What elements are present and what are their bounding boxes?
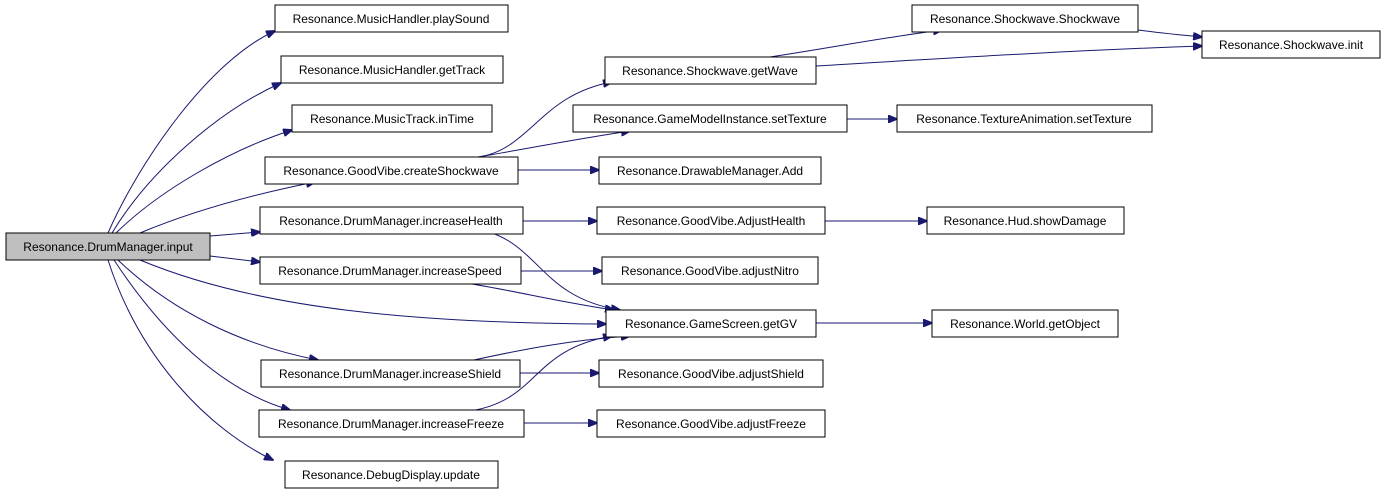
edge-root-getTrack	[111, 83, 281, 234]
node-label: Resonance.DebugDisplay.update	[302, 468, 480, 482]
node-label: Resonance.DrawableManager.Add	[617, 164, 803, 178]
node-label: Resonance.Hud.showDamage	[944, 214, 1107, 228]
node-label: Resonance.DrumManager.increaseSpeed	[278, 264, 501, 278]
edge-root-debugUpdate	[107, 259, 273, 460]
node-getObject[interactable]: Resonance.World.getObject	[931, 309, 1119, 338]
node-setTexture[interactable]: Resonance.GameModelInstance.setTexture	[572, 104, 848, 133]
edge-createShockwave-setTexture	[477, 131, 630, 158]
node-adjustNitro[interactable]: Resonance.GoodVibe.adjustNitro	[601, 256, 819, 285]
edge-root-createShockwave	[139, 182, 315, 234]
edge-root-increaseShield	[117, 259, 318, 360]
node-animSetTexture[interactable]: Resonance.TextureAnimation.setTexture	[896, 104, 1153, 133]
node-label: Resonance.MusicHandler.getTrack	[299, 63, 486, 77]
edge-root-increaseSpeed	[209, 255, 260, 262]
node-label: Resonance.DrumManager.increaseHealth	[279, 214, 502, 228]
node-inTime[interactable]: Resonance.MusicTrack.inTime	[291, 104, 493, 133]
edge-root-playSound	[107, 31, 275, 234]
node-showDamage[interactable]: Resonance.Hud.showDamage	[926, 206, 1125, 235]
node-adjustShield[interactable]: Resonance.GoodVibe.adjustShield	[598, 359, 824, 388]
edges	[107, 29, 1202, 460]
node-increaseSpeed[interactable]: Resonance.DrumManager.increaseSpeed	[259, 256, 522, 285]
node-drawableAdd[interactable]: Resonance.DrawableManager.Add	[598, 156, 822, 185]
node-label: Resonance.Shockwave.init	[1219, 38, 1364, 52]
edge-root-increaseHealth	[209, 232, 260, 236]
edge-increaseShield-getGV	[473, 336, 630, 361]
node-label: Resonance.GameScreen.getGV	[625, 317, 797, 331]
node-getWave[interactable]: Resonance.Shockwave.getWave	[604, 56, 817, 85]
node-label: Resonance.DrumManager.increaseShield	[279, 367, 501, 381]
node-label: Resonance.GoodVibe.createShockwave	[283, 164, 499, 178]
node-label: Resonance.Shockwave.Shockwave	[930, 12, 1120, 26]
node-label: Resonance.World.getObject	[950, 317, 1101, 331]
node-createShockwave[interactable]: Resonance.GoodVibe.createShockwave	[264, 156, 519, 185]
node-getGV[interactable]: Resonance.GameScreen.getGV	[605, 309, 817, 338]
node-label: Resonance.GameModelInstance.setTexture	[593, 112, 827, 126]
node-label: Resonance.GoodVibe.adjustNitro	[621, 264, 799, 278]
edge-increaseHealth-getGV	[491, 232, 620, 310]
node-playSound[interactable]: Resonance.MusicHandler.playSound	[274, 4, 509, 33]
node-label: Resonance.MusicHandler.playSound	[293, 12, 490, 26]
edge-createShockwave-getWave	[477, 82, 612, 158]
edge-increaseFreeze-getGV	[469, 336, 612, 412]
node-increaseFreeze[interactable]: Resonance.DrumManager.increaseFreeze	[258, 409, 525, 438]
node-root[interactable]: Resonance.DrumManager.input	[5, 232, 211, 261]
node-label: Resonance.DrumManager.increaseFreeze	[278, 417, 504, 431]
node-label: Resonance.DrumManager.input	[23, 240, 193, 254]
node-debugUpdate[interactable]: Resonance.DebugDisplay.update	[284, 460, 499, 489]
node-label: Resonance.GoodVibe.adjustShield	[618, 367, 804, 381]
node-label: Resonance.MusicTrack.inTime	[310, 112, 474, 126]
node-label: Resonance.GoodVibe.adjustFreeze	[616, 417, 806, 431]
edge-root-inTime	[115, 130, 292, 234]
node-label: Resonance.TextureAnimation.setTexture	[916, 112, 1132, 126]
edge-getWave-shockwaveInit	[815, 46, 1202, 67]
edge-shockwaveCtor-shockwaveInit	[1137, 29, 1202, 37]
nodes: Resonance.DrumManager.input Resonance.Mu…	[5, 4, 1381, 489]
node-increaseShield[interactable]: Resonance.DrumManager.increaseShield	[260, 359, 521, 388]
node-shockwaveCtor[interactable]: Resonance.Shockwave.Shockwave	[911, 4, 1139, 33]
node-label: Resonance.Shockwave.getWave	[622, 64, 798, 78]
node-label: Resonance.GoodVibe.AdjustHealth	[617, 214, 806, 228]
node-adjustHealth[interactable]: Resonance.GoodVibe.AdjustHealth	[596, 206, 826, 235]
edge-root-getGV	[139, 259, 606, 324]
node-shockwaveInit[interactable]: Resonance.Shockwave.init	[1201, 30, 1381, 59]
edge-increaseSpeed-getGV	[471, 283, 614, 310]
node-adjustFreeze[interactable]: Resonance.GoodVibe.adjustFreeze	[596, 409, 826, 438]
node-getTrack[interactable]: Resonance.MusicHandler.getTrack	[280, 55, 504, 84]
edge-getWave-shockwaveCtor	[769, 30, 942, 58]
edge-root-increaseFreeze	[113, 259, 290, 410]
node-increaseHealth[interactable]: Resonance.DrumManager.increaseHealth	[259, 206, 524, 235]
